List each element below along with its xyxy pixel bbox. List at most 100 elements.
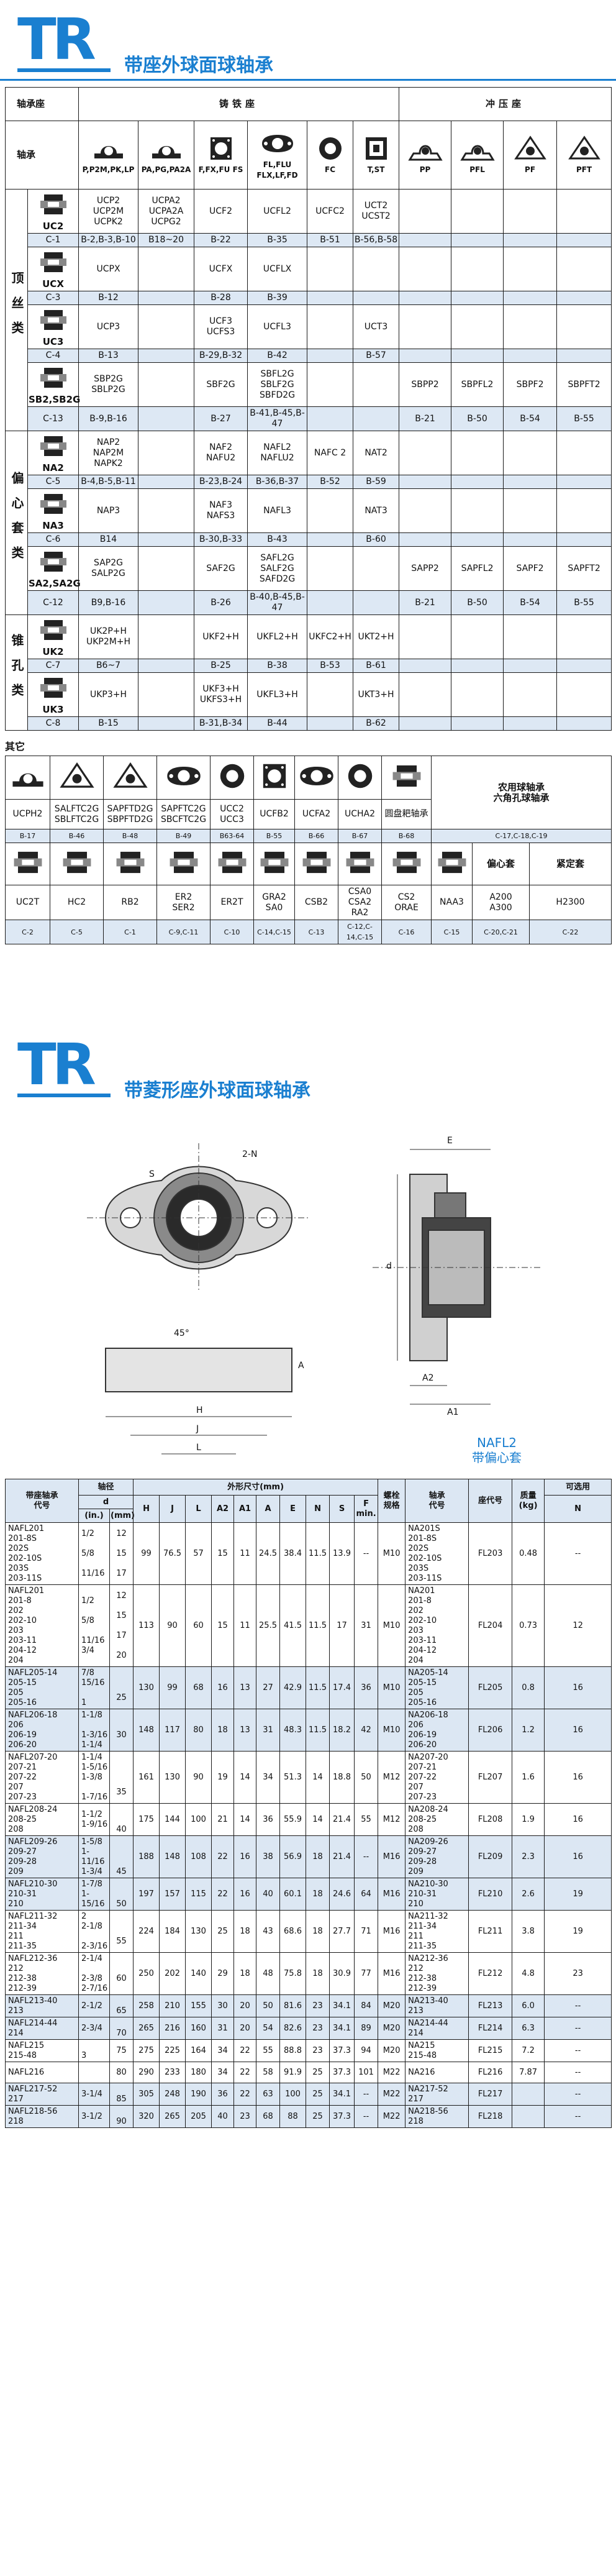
h-col-F: F min.: [354, 1495, 379, 1523]
page-ref: B-51: [307, 233, 354, 247]
spec-dim: 180: [185, 2062, 212, 2083]
page-ref: [353, 590, 400, 615]
unit-cell: NAP2 NAP2M NAPK2: [78, 431, 139, 475]
housing-type-7: PFL: [451, 121, 504, 190]
page-ref-code: C-6: [27, 532, 79, 547]
unit-cell: UKFC2+H: [307, 614, 354, 659]
spec-dim: 41.5: [279, 1584, 307, 1667]
page-ref: B-2,B-3,B-10: [78, 233, 139, 247]
spec-code: NAFL212-36 212 212-38 212-39: [5, 1952, 79, 1995]
bearing-insert-icon: [35, 191, 71, 218]
unit-cell: UCFX: [194, 247, 248, 291]
spec-dim: 38: [256, 1835, 281, 1878]
unit-cell: [307, 546, 354, 591]
page-ref: B-27: [194, 406, 248, 431]
unit-cell: [556, 189, 612, 234]
spec-dim: 50: [256, 1994, 281, 2017]
misc-insert-pic: [381, 843, 432, 885]
page-ref: [138, 406, 195, 431]
misc-page-ref: C-14,C-15: [253, 920, 295, 944]
unit-cell: [556, 488, 612, 533]
misc-type: NAA3: [431, 885, 473, 920]
spec-n: --: [544, 2017, 612, 2040]
spec-dim: 148: [159, 1835, 186, 1878]
spec-dim: 37.3: [329, 2105, 355, 2128]
unit-cell: [307, 304, 354, 349]
section2-header: T R 带菱形座外球面球轴承: [0, 1025, 616, 1112]
unit-cell: SBPFT2: [556, 362, 612, 407]
spec-dim: 43: [256, 1910, 281, 1953]
spec-n: --: [544, 2083, 612, 2106]
spec-dim: 265: [159, 2105, 186, 2128]
spec-inch: 7/8 15/16 1: [78, 1666, 110, 1709]
dim-j: J: [196, 1424, 199, 1434]
spec-dim: 18: [306, 1910, 330, 1953]
spec-mm: 50: [109, 1878, 134, 1911]
take-up-icon: [358, 135, 394, 162]
spec-dim: 82.6: [279, 2017, 307, 2040]
page-ref: [556, 716, 612, 731]
logo-bar: [17, 1094, 111, 1097]
housing-type-label: P,P2M,PK,LP: [82, 165, 135, 174]
unit-cell: SAPP2: [399, 546, 452, 591]
unit-cell: SBFL2G SBLF2G SBFD2G: [247, 362, 308, 407]
spec-dim: 17: [329, 1584, 355, 1667]
misc-type: SALFTC2G SBLFTC2G: [50, 799, 104, 829]
spec-inch: 3-1/4: [78, 2083, 110, 2106]
misc-page-ref: C-20,C-21: [472, 920, 530, 944]
misc-page-ref: C-9,C-11: [156, 920, 211, 944]
unit-cell: SAPFT2: [556, 546, 612, 591]
spec-weight: 0.73: [512, 1584, 545, 1667]
spec-mm: 75: [109, 2039, 134, 2062]
spec-code: NAFL216: [5, 2062, 79, 2083]
unit-cell: NAF3 NAFS3: [194, 488, 248, 533]
unit-cell: UKT3+H: [353, 672, 400, 717]
bearing-code: UK3: [42, 704, 64, 715]
spec-dim: --: [354, 2105, 379, 2128]
page-ref: [399, 475, 452, 489]
misc-page-ref: C-17,C-18,C-19: [430, 829, 612, 843]
misc-pic-cell: [253, 756, 295, 800]
h-shaft: 轴径: [78, 1479, 134, 1496]
bearing-code-cell: UK2: [27, 614, 79, 659]
spec-weight: 7.87: [512, 2062, 545, 2083]
unit-cell: [399, 614, 452, 659]
spec-dim: 36: [256, 1803, 281, 1836]
page-ref: B6~7: [78, 659, 139, 673]
misc-pic-cell: [50, 756, 104, 800]
unit-cell: [138, 431, 195, 475]
spec-dim: 140: [185, 1952, 212, 1995]
spec-dim: --: [354, 1522, 379, 1585]
spec-dim: 77: [354, 1952, 379, 1995]
page-ref: [138, 532, 195, 547]
page-ref: B-61: [353, 659, 400, 673]
spec-n: 16: [544, 1751, 612, 1804]
spec-dim: 205: [185, 2105, 212, 2128]
page-ref: B-60: [353, 532, 400, 547]
misc-pic-cell: [210, 756, 254, 800]
page-ref: B-26: [194, 590, 248, 615]
page-ref: B-43: [247, 532, 308, 547]
misc-type: UCC2 UCC3: [210, 799, 254, 829]
spec-dim: 90: [159, 1584, 186, 1667]
misc-page-ref: C-12,C-14,C-15: [338, 920, 382, 944]
page-ref: [556, 659, 612, 673]
page-ref: [138, 659, 195, 673]
spec-bearing: NA210-30 210-31 210: [405, 1878, 469, 1911]
page-ref: [503, 349, 558, 363]
misc-page-ref: C-2: [5, 920, 50, 944]
spec-code: NAFL201 201-8S 202S 202-10S 203S 203-11S: [5, 1522, 79, 1585]
page-ref-code: C-12: [27, 590, 79, 615]
page-ref: [451, 532, 504, 547]
spec-dim: 48: [256, 1952, 281, 1995]
h-col-L: L: [185, 1495, 212, 1523]
spec-seat: FL210: [468, 1878, 513, 1911]
spec-dim: 60.1: [279, 1878, 307, 1911]
spec-dim: 55: [354, 1803, 379, 1836]
